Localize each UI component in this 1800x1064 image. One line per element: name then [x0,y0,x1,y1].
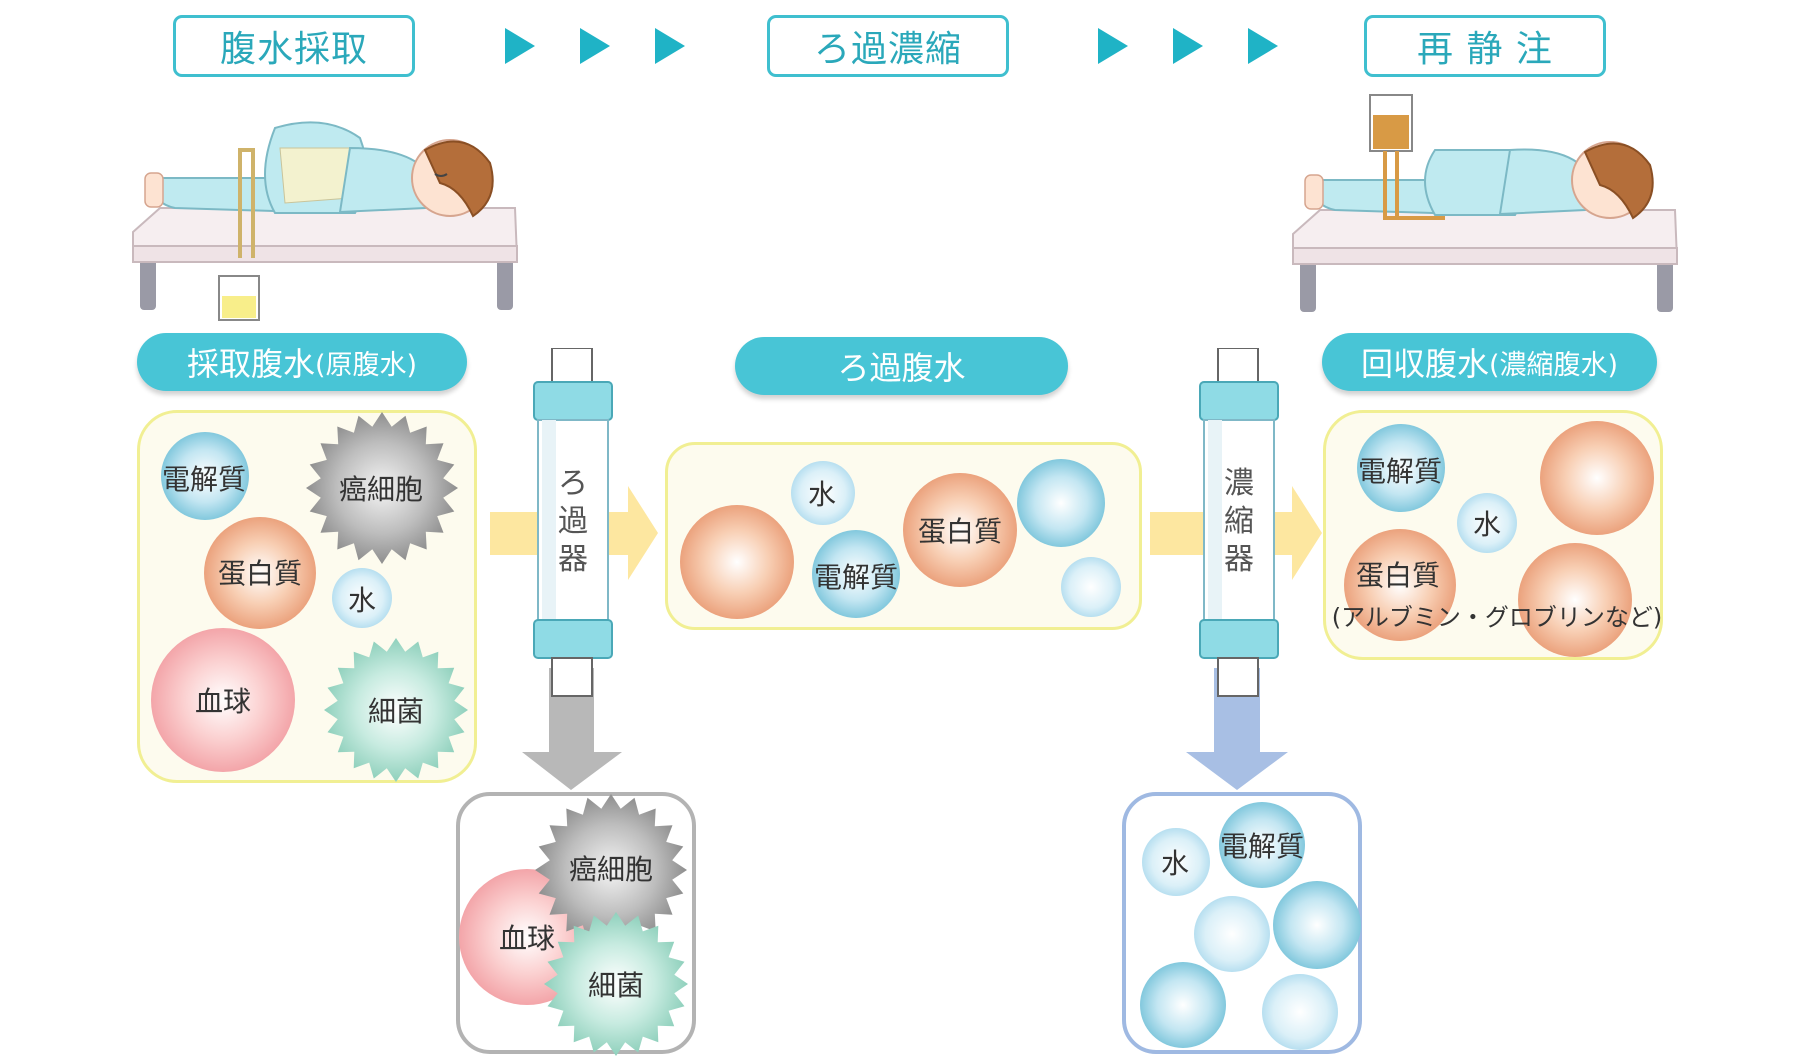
label-water: 水 [807,478,837,511]
electrolyte-particle [1273,881,1361,969]
water-particle [332,568,392,628]
recovered-ascites-sublabel: (濃縮腹水) [1488,349,1619,381]
label-bacteria: 細菌 [587,969,645,1002]
label-blood-cell: 血球 [194,685,252,718]
waste-arrow-gray [522,668,622,790]
water-particle [1194,896,1270,972]
protein-particle [903,473,1017,587]
label-protein: 蛋白質 [917,515,1003,548]
label-water: 水 [1472,508,1502,541]
filter1-char: ろ [558,466,588,501]
waste-arrow-blue [1186,668,1288,790]
electrolyte-particle [812,530,900,618]
filter2-char: 縮 [1224,504,1254,539]
chevron-right-icon [505,28,535,64]
bacteria-particle [324,638,468,782]
label-water: 水 [347,584,377,617]
label-cancer-cell: 癌細胞 [568,853,654,886]
label-protein: 蛋白質 [217,557,303,590]
label-electrolyte: 電解質 [1357,455,1443,488]
label-water: 水 [1160,847,1190,880]
label-cancer-cell: 癌細胞 [338,473,424,506]
step-filtration: ろ過濃縮 [767,15,1009,77]
chevron-right-icon [1173,28,1203,64]
step-reinfusion: 再 静 注 [1364,15,1606,77]
chevron-right-icon [655,28,685,64]
chevron-right-icon [580,28,610,64]
label-protein: 蛋白質 [1355,559,1441,592]
water-particle [1142,828,1210,896]
recovered-ascites-pill: 回収腹水(濃縮腹水) [1322,333,1657,391]
protein-particle [204,517,316,629]
filter1-char: 過 [558,504,588,539]
filtered-ascites-label: ろ過腹水 [837,349,966,387]
label-electrolyte: 電解質 [161,463,247,496]
electrolyte-particle [161,432,249,520]
cancer-cell-particle [306,412,458,564]
cancer-cell-particle [535,794,687,946]
filtered-ascites-pill: ろ過腹水 [735,337,1068,395]
label-bacteria: 細菌 [367,695,425,728]
filter-label-1: ろ 過 器 [534,465,612,579]
protein-particle [1344,529,1456,641]
filter-device-1 [533,348,613,697]
chevron-right-icon [1248,28,1278,64]
bacteria-particle [544,912,688,1056]
protein-particle [680,505,794,619]
patient-collection-illustration [132,121,519,321]
electrolyte-particle [1219,802,1305,888]
label-blood-cell: 血球 [498,922,556,955]
water-particle [1061,557,1121,617]
filter2-char: 器 [1224,542,1254,577]
patient-reinfusion-illustration [1292,94,1679,312]
filter1-char: 器 [558,542,588,577]
water-particle [791,461,855,525]
electrolyte-particle [1140,962,1226,1048]
filter-device-2 [1199,348,1279,697]
collected-ascites-pill: 採取腹水(原腹水) [137,333,467,391]
filter-label-2: 濃 縮 器 [1200,465,1278,579]
step-collection: 腹水採取 [173,15,415,77]
collected-ascites-label: 採取腹水 [186,345,315,383]
water-particle [1262,974,1338,1050]
electrolyte-particle [1017,459,1105,547]
water-particle [1457,493,1517,553]
filter2-char: 濃 [1224,466,1254,501]
label-electrolyte: 電解質 [813,561,899,594]
chevron-right-icon [1098,28,1128,64]
protein-particle [1540,421,1654,535]
blood-cell-particle [151,628,295,772]
protein-particle [1518,543,1632,657]
label-protein-note: (アルブミン・グロブリンなど) [1331,603,1663,632]
recovered-ascites-label: 回収腹水 [1360,345,1489,383]
label-electrolyte: 電解質 [1219,830,1305,863]
electrolyte-particle [1357,424,1445,512]
collected-ascites-sublabel: (原腹水) [314,349,418,381]
